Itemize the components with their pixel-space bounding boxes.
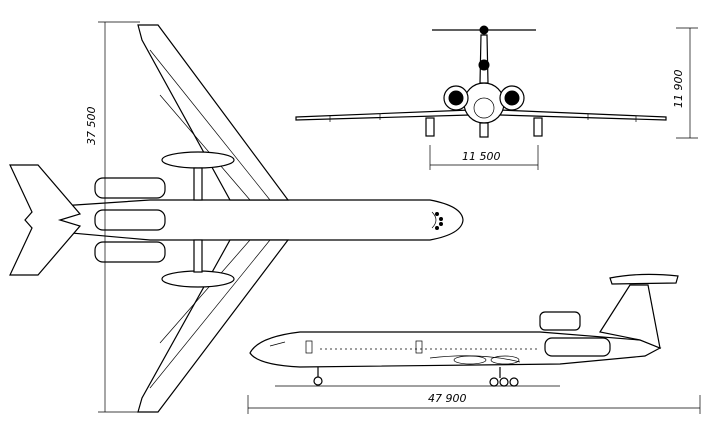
length-dimension-label: 47 900 <box>428 392 467 405</box>
top-view-lower-wing <box>137 239 290 413</box>
front-view: 11 500 11 900 <box>295 25 698 170</box>
top-view-engine-center <box>94 209 166 231</box>
track-dimension-label: 11 500 <box>462 150 501 163</box>
wingspan-dimension-label: 37 500 <box>85 107 98 146</box>
top-view-fuselage <box>59 199 464 241</box>
top-view-engine-lower <box>94 241 166 263</box>
top-view-upper-wing <box>137 24 290 201</box>
side-view-fin <box>599 284 661 349</box>
side-view: 47 900 <box>247 273 701 414</box>
top-view: 37 500 <box>9 21 464 413</box>
side-view-engine <box>544 337 611 357</box>
top-view-engine-upper <box>94 177 166 199</box>
height-dimension-label: 11 900 <box>672 70 685 109</box>
front-view-fuselage <box>463 82 505 124</box>
top-view-tailplane <box>9 164 82 276</box>
